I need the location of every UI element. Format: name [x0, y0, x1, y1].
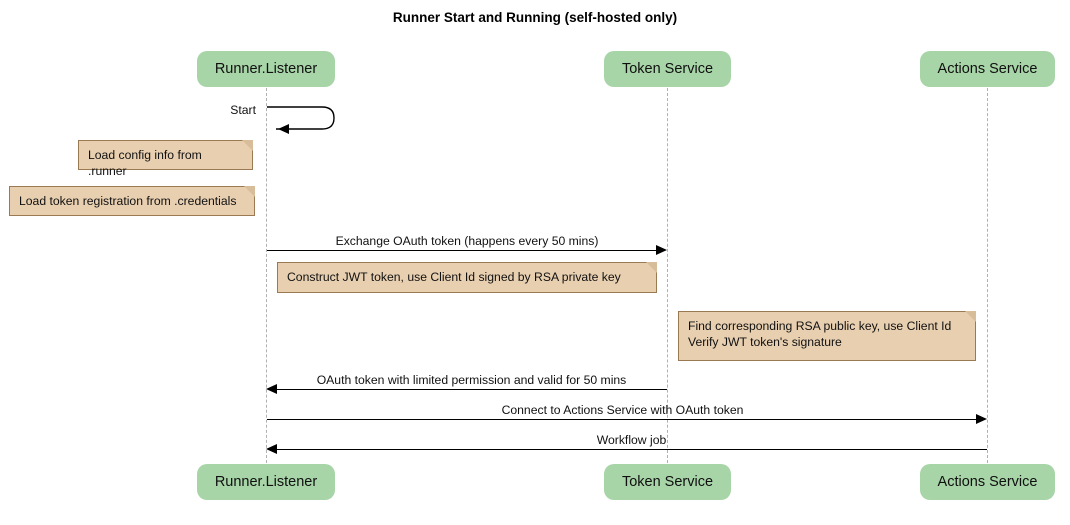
message-arrowhead-connect-actions	[976, 414, 987, 424]
participant-runner-bottom-label: Runner.Listener	[214, 474, 318, 490]
message-line-exchange-oauth	[267, 250, 658, 251]
note-load-config-line-1: Load config info from .runner	[88, 148, 202, 178]
participant-token-bottom[interactable]: Token Service	[604, 464, 731, 500]
message-line-workflow-job	[276, 449, 987, 450]
participant-token-top[interactable]: Token Service	[604, 51, 731, 87]
participant-actions-top[interactable]: Actions Service	[920, 51, 1055, 87]
note-fold-icon	[965, 311, 976, 322]
lifeline-runner	[266, 88, 267, 463]
note-verify-jwt-line-1: Find corresponding RSA public key, use C…	[688, 319, 952, 333]
lifeline-actions	[987, 88, 988, 463]
message-arrowhead-oauth-response	[266, 384, 277, 394]
message-line-connect-actions	[267, 419, 978, 420]
participant-runner-top-label: Runner.Listener	[214, 61, 318, 77]
message-label-start: Start	[230, 103, 256, 117]
participant-actions-bottom[interactable]: Actions Service	[920, 464, 1055, 500]
message-arrowhead-workflow-job	[266, 444, 277, 454]
message-arrowhead-exchange-oauth	[656, 245, 667, 255]
note-load-config: Load config info from .runner	[78, 140, 253, 178]
note-construct-jwt-line-1: Construct JWT token, use Client Id signe…	[287, 270, 621, 284]
participant-runner-bottom[interactable]: Runner.Listener	[197, 464, 335, 500]
note-verify-jwt-line-2: Verify JWT token's signature	[688, 335, 842, 349]
note-load-credentials: Load token registration from .credential…	[9, 186, 255, 216]
participant-token-top-label: Token Service	[621, 61, 714, 77]
note-fold-icon	[646, 262, 657, 273]
lifeline-token	[667, 88, 668, 463]
note-verify-jwt: Find corresponding RSA public key, use C…	[678, 311, 976, 361]
message-line-oauth-response	[276, 389, 667, 390]
message-label-workflow-job: Workflow job	[596, 433, 667, 447]
message-label-connect-actions: Connect to Actions Service with OAuth to…	[501, 403, 744, 417]
note-load-credentials-line-1: Load token registration from .credential…	[19, 194, 237, 208]
page-title: Runner Start and Running (self-hosted on…	[392, 10, 678, 25]
participant-token-bottom-label: Token Service	[621, 474, 714, 490]
participant-actions-top-label: Actions Service	[937, 61, 1038, 77]
participant-runner-top[interactable]: Runner.Listener	[197, 51, 335, 87]
message-label-exchange-oauth: Exchange OAuth token (happens every 50 m…	[335, 234, 599, 248]
note-fold-icon	[244, 186, 255, 197]
participant-actions-bottom-label: Actions Service	[937, 474, 1038, 490]
note-construct-jwt: Construct JWT token, use Client Id signe…	[277, 262, 657, 293]
message-start-self-loop	[267, 106, 335, 134]
message-label-oauth-response: OAuth token with limited permission and …	[316, 373, 627, 387]
note-fold-icon	[242, 140, 253, 151]
